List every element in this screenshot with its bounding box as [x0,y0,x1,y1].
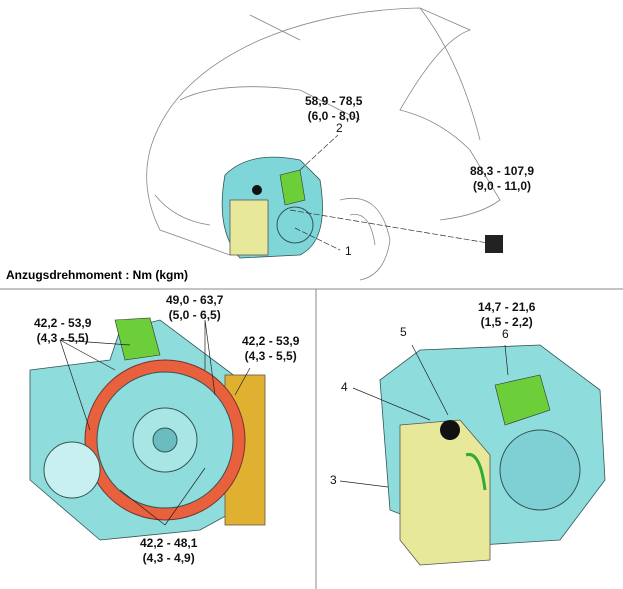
torque-label-top-left: 42,2 - 53,9(4,3 - 5,5) [34,316,91,346]
torque-kgm: (6,0 - 8,0) [307,109,360,123]
transmission-left [29,317,266,541]
torque-label-right-panel: 14,7 - 21,6(1,5 - 2,2) [478,300,535,330]
torque-nm: 42,2 - 53,9 [34,316,92,330]
torque-label-bolt-2: 58,9 - 78,5(6,0 - 8,0) [305,94,362,124]
torque-kgm: (1,5 - 2,2) [480,315,533,329]
transmission-top [221,134,503,259]
callout-2: 2 [336,121,343,135]
torque-nm: 88,3 - 107,9 [470,164,535,178]
callout-1: 1 [345,244,352,258]
callout-5: 5 [400,325,407,339]
callout-3: 3 [330,473,337,487]
torque-nm: 42,2 - 53,9 [242,334,300,348]
torque-nm: 49,0 - 63,7 [166,293,224,307]
torque-label-bottom: 42,2 - 48,1(4,3 - 4,9) [140,536,197,566]
callout-4: 4 [341,380,348,394]
torque-kgm: (5,0 - 6,5) [168,308,221,322]
torque-kgm: (4,3 - 4,9) [142,551,195,565]
callout-6: 6 [502,327,509,341]
transmission-right [339,344,606,566]
torque-label-right: 42,2 - 53,9(4,3 - 5,5) [242,334,299,364]
section-title: Anzugsdrehmoment : Nm (kgm) [6,268,189,282]
vehicle-outline [146,7,501,281]
panel-frame [0,288,623,589]
torque-nm: 42,2 - 48,1 [140,536,198,550]
torque-label-bolt: 88,3 - 107,9(9,0 - 11,0) [470,164,534,194]
torque-label-top-center: 49,0 - 63,7(5,0 - 6,5) [166,293,223,323]
torque-kgm: (4,3 - 5,5) [244,349,297,363]
torque-kgm: (9,0 - 11,0) [473,179,532,193]
torque-nm: 58,9 - 78,5 [305,94,363,108]
torque-nm: 14,7 - 21,6 [478,300,536,314]
torque-kgm: (4,3 - 5,5) [36,331,89,345]
